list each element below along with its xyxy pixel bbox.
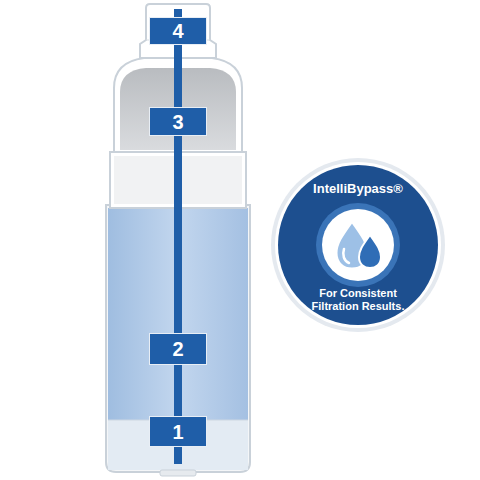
flow-bar-bottom	[174, 447, 182, 464]
badge-rim	[271, 158, 445, 332]
callout-number: 4	[172, 21, 183, 41]
badge-center	[322, 209, 394, 281]
callout-number: 1	[172, 422, 183, 442]
badge-title: IntelliBypass®	[313, 181, 403, 196]
feature-badge: IntelliBypass® For Consistent Filtration …	[270, 157, 446, 333]
callout-number: 3	[172, 112, 183, 132]
callout-box: 1	[149, 416, 207, 447]
water-drop-small	[359, 235, 381, 268]
flow-bar	[174, 365, 182, 416]
badge-ring	[316, 203, 400, 287]
drop-highlight	[343, 249, 349, 263]
callout-number: 2	[172, 339, 183, 359]
badge-disc	[278, 165, 438, 325]
flow-bar	[174, 45, 182, 107]
flow-bar	[174, 136, 182, 333]
badge-rim-inner	[275, 162, 441, 328]
callout-box: 3	[149, 107, 207, 136]
callout-box: 4	[149, 17, 207, 45]
badge-tagline: For Consistent Filtration Results.	[299, 287, 417, 313]
callout-box: 2	[149, 333, 207, 365]
cartridge-foot	[160, 470, 196, 476]
